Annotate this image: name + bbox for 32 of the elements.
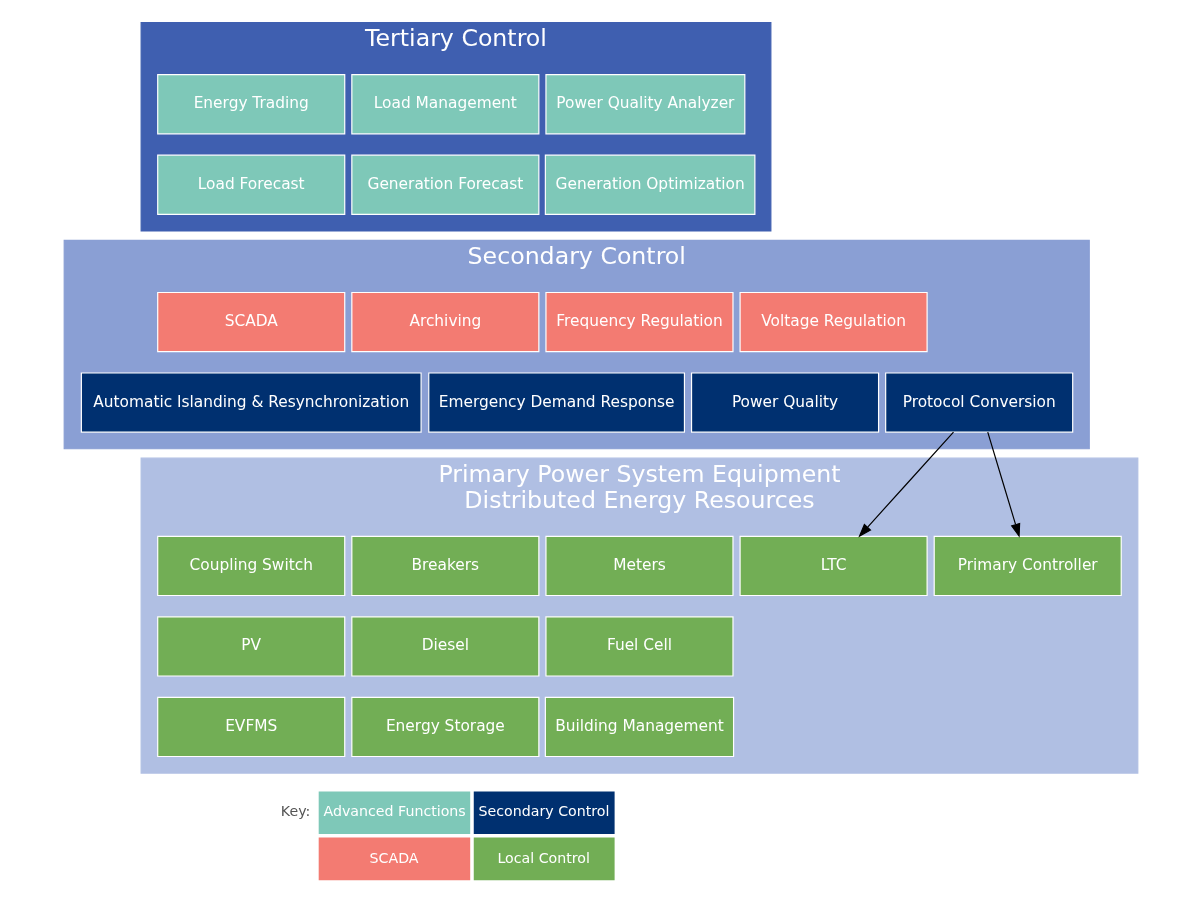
node-box: Energy Storage <box>351 696 540 758</box>
node-box: LTC <box>739 535 928 597</box>
legend-label: Secondary Control <box>478 803 610 820</box>
node-box: Generation Optimization <box>544 154 756 215</box>
node-box: Generation Forecast <box>351 154 540 215</box>
node-box: Frequency Regulation <box>545 291 734 353</box>
legend-label: Advanced Functions <box>323 803 466 820</box>
legend-label: Local Control <box>497 849 591 866</box>
legend-label: SCADA <box>369 849 419 866</box>
node-box: Automatic Islanding & Resynchronization <box>80 372 422 433</box>
node-box: Diesel <box>351 616 540 677</box>
node-box: Protocol Conversion <box>885 372 1074 433</box>
node-box: Primary Controller <box>933 535 1122 597</box>
node-box: EVFMS <box>157 696 346 758</box>
node-box: Archiving <box>351 291 540 353</box>
node-box: SCADA <box>157 291 346 353</box>
node-box: Energy Trading <box>157 74 346 135</box>
node-box: PV <box>157 616 346 677</box>
node-box: Load Forecast <box>157 154 346 215</box>
node-box: Emergency Demand Response <box>428 372 686 433</box>
node-box: Breakers <box>351 535 540 597</box>
node-box: Load Management <box>351 74 540 135</box>
node-box: Coupling Switch <box>157 535 346 597</box>
node-box: Fuel Cell <box>545 616 734 677</box>
arrow <box>987 431 1021 538</box>
node-box: Voltage Regulation <box>739 291 928 353</box>
label: Key: <box>280 803 311 820</box>
node-box: Building Management <box>544 696 735 758</box>
node-box: Meters <box>545 535 734 597</box>
node-box: Power Quality Analyzer <box>545 74 746 135</box>
arrow <box>858 431 955 538</box>
node-box: Power Quality <box>690 372 880 433</box>
